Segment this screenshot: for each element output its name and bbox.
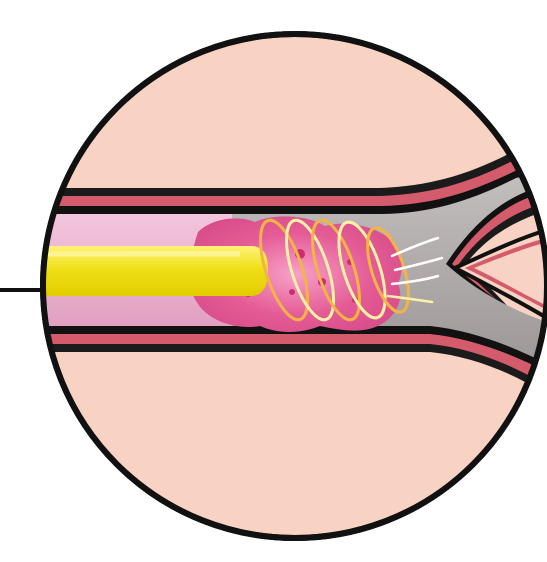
catheter-icon [30,246,268,296]
